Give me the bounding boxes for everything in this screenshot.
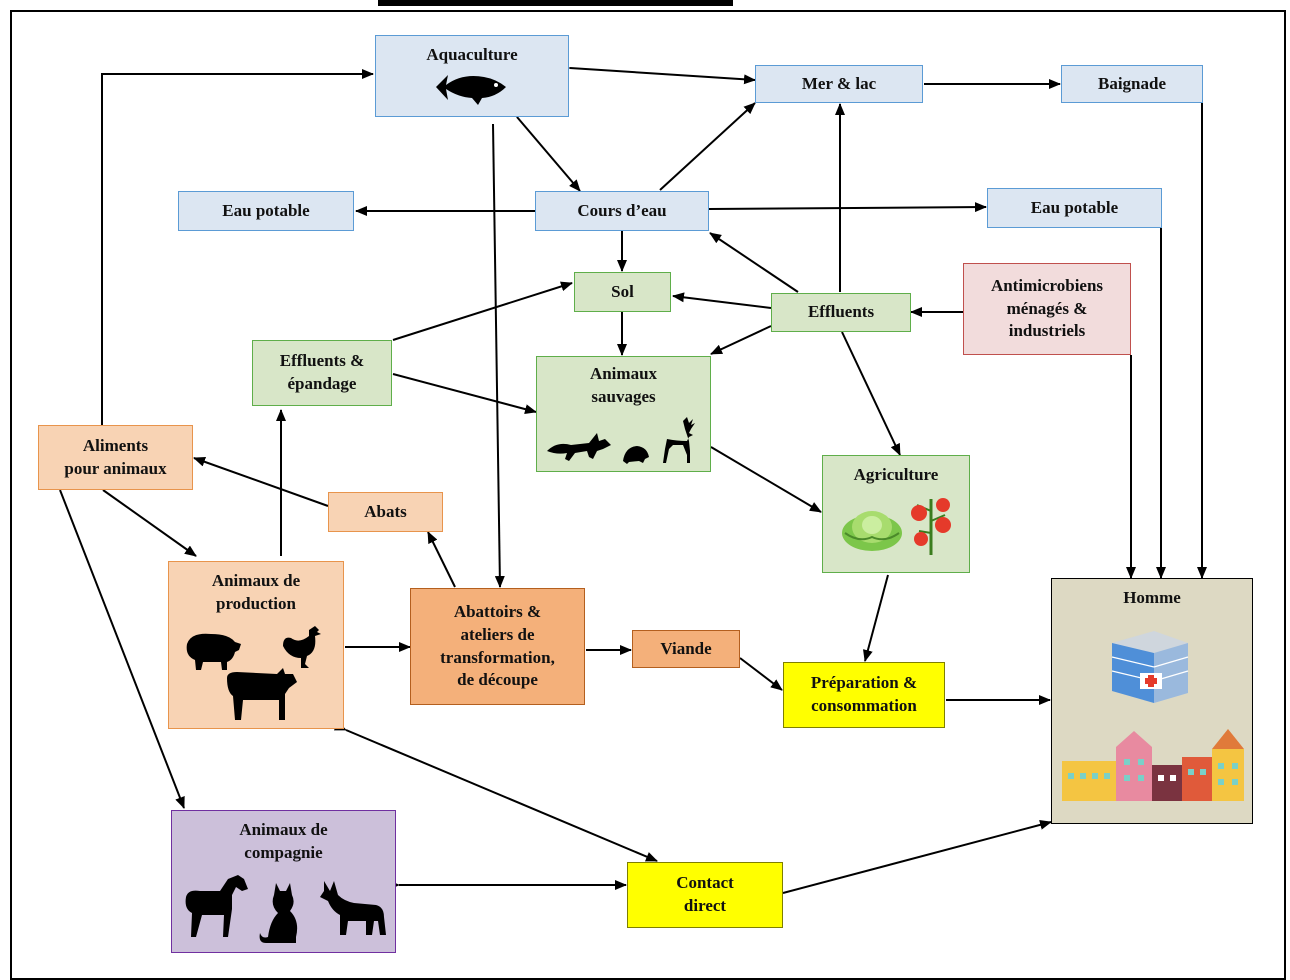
node-antimicrobiens-label: Antimicrobiens ménagés & industriels — [990, 275, 1104, 341]
horse-icon — [185, 875, 248, 937]
arrow-contact-homme — [771, 819, 1052, 901]
arrow-effluents-cours — [709, 232, 799, 293]
arrow-effluents-sol — [672, 292, 772, 309]
cat-icon — [259, 883, 298, 943]
node-homme-label: Homme — [1123, 588, 1181, 607]
node-effluents: Effluents — [771, 293, 911, 332]
node-viande-label: Viande — [660, 638, 712, 658]
arrow-effluents-agriculture — [841, 331, 901, 456]
node-abattoirs: Abattoirs & ateliers de transformation, … — [410, 588, 585, 705]
node-eau-potable-right-label: Eau potable — [1030, 197, 1119, 217]
arrow-sauvages-agriculture — [698, 437, 822, 513]
node-aliments-label: Aliments pour animaux — [64, 435, 167, 478]
fish-icon — [436, 74, 506, 105]
arrow-abattoirs-abats — [427, 531, 456, 588]
node-abats-label: Abats — [364, 501, 407, 521]
arrow-viande-preparation — [739, 657, 783, 691]
arrow-aliments-compagnie — [59, 489, 185, 809]
node-agriculture-label: Agriculture — [853, 465, 939, 484]
cow-icon — [227, 668, 297, 720]
node-contact-label: Contact direct — [676, 873, 734, 915]
arrow-cours-eaupotable-right — [708, 202, 987, 213]
node-animaux-production: Animaux de production — [168, 561, 344, 729]
node-animaux-sauvages-label: Animaux sauvages — [589, 364, 658, 406]
node-preparation: Préparation & consommation — [783, 662, 945, 728]
arrow-aquaculture-mer — [558, 62, 756, 85]
arrow-production-contact — [333, 721, 658, 862]
arrow-aliments-aquaculture — [101, 69, 374, 425]
node-contact: Contact direct — [627, 862, 783, 928]
chicken-icon — [283, 626, 321, 668]
hedgehog-icon — [622, 445, 649, 464]
node-viande: Viande — [632, 630, 740, 668]
town-houses-icon — [1062, 729, 1244, 801]
hospital-icon — [1111, 631, 1189, 703]
node-abats: Abats — [328, 492, 443, 532]
arrow-aliments-production — [102, 489, 197, 557]
lettuce-icon — [842, 510, 902, 551]
node-cours-eau: Cours d’eau — [535, 191, 709, 231]
node-eau-potable-left: Eau potable — [178, 191, 354, 231]
node-animaux-compagnie: Animaux de compagnie — [171, 810, 396, 953]
node-baignade-label: Baignade — [1097, 73, 1167, 93]
node-aquaculture-label: Aquaculture — [426, 45, 518, 64]
caption-bar — [378, 0, 733, 6]
deer-icon — [662, 416, 695, 463]
node-preparation-label: Préparation & consommation — [810, 673, 918, 715]
node-antimicrobiens: Antimicrobiens ménagés & industriels — [963, 263, 1131, 355]
fox-icon — [546, 432, 611, 461]
tomato-plant-icon — [911, 497, 951, 555]
node-effluents-label: Effluents — [807, 302, 875, 322]
node-homme: Homme — [1051, 578, 1253, 824]
node-mer-lac-label: Mer & lac — [801, 73, 877, 93]
node-animaux-sauvages: Animaux sauvages — [536, 356, 711, 472]
arrow-aquaculture-abattoirs — [492, 123, 505, 588]
node-aliments: Aliments pour animaux — [38, 425, 193, 490]
node-agriculture: Agriculture — [822, 455, 970, 573]
node-effluents-epandage-label: Effluents & épandage — [279, 351, 365, 393]
node-sol: Sol — [574, 272, 671, 312]
node-mer-lac: Mer & lac — [755, 65, 923, 103]
node-aquaculture: Aquaculture — [375, 35, 569, 117]
node-eau-potable-left-label: Eau potable — [222, 200, 310, 220]
node-cours-eau-label: Cours d’eau — [577, 200, 667, 220]
node-baignade: Baignade — [1061, 65, 1203, 103]
node-eau-potable-right: Eau potable — [987, 188, 1162, 228]
arrow-epandage-sauvages — [392, 373, 537, 415]
dog-icon — [320, 881, 386, 935]
node-sol-label: Sol — [611, 281, 634, 301]
node-effluents-epandage: Effluents & épandage — [252, 340, 392, 406]
node-animaux-compagnie-label: Animaux de compagnie — [239, 820, 328, 862]
arrow-aquaculture-cours — [506, 105, 581, 192]
arrow-cours-mer — [659, 102, 756, 191]
node-abattoirs-label: Abattoirs & ateliers de transformation, … — [440, 601, 555, 690]
node-animaux-production-label: Animaux de production — [211, 571, 301, 613]
arrow-agriculture-preparation — [863, 574, 889, 662]
arrow-abats-aliments — [193, 457, 329, 507]
pig-icon — [186, 633, 241, 670]
arrow-effluents-sauvages — [710, 325, 772, 355]
arrow-epandage-sol — [392, 281, 573, 341]
